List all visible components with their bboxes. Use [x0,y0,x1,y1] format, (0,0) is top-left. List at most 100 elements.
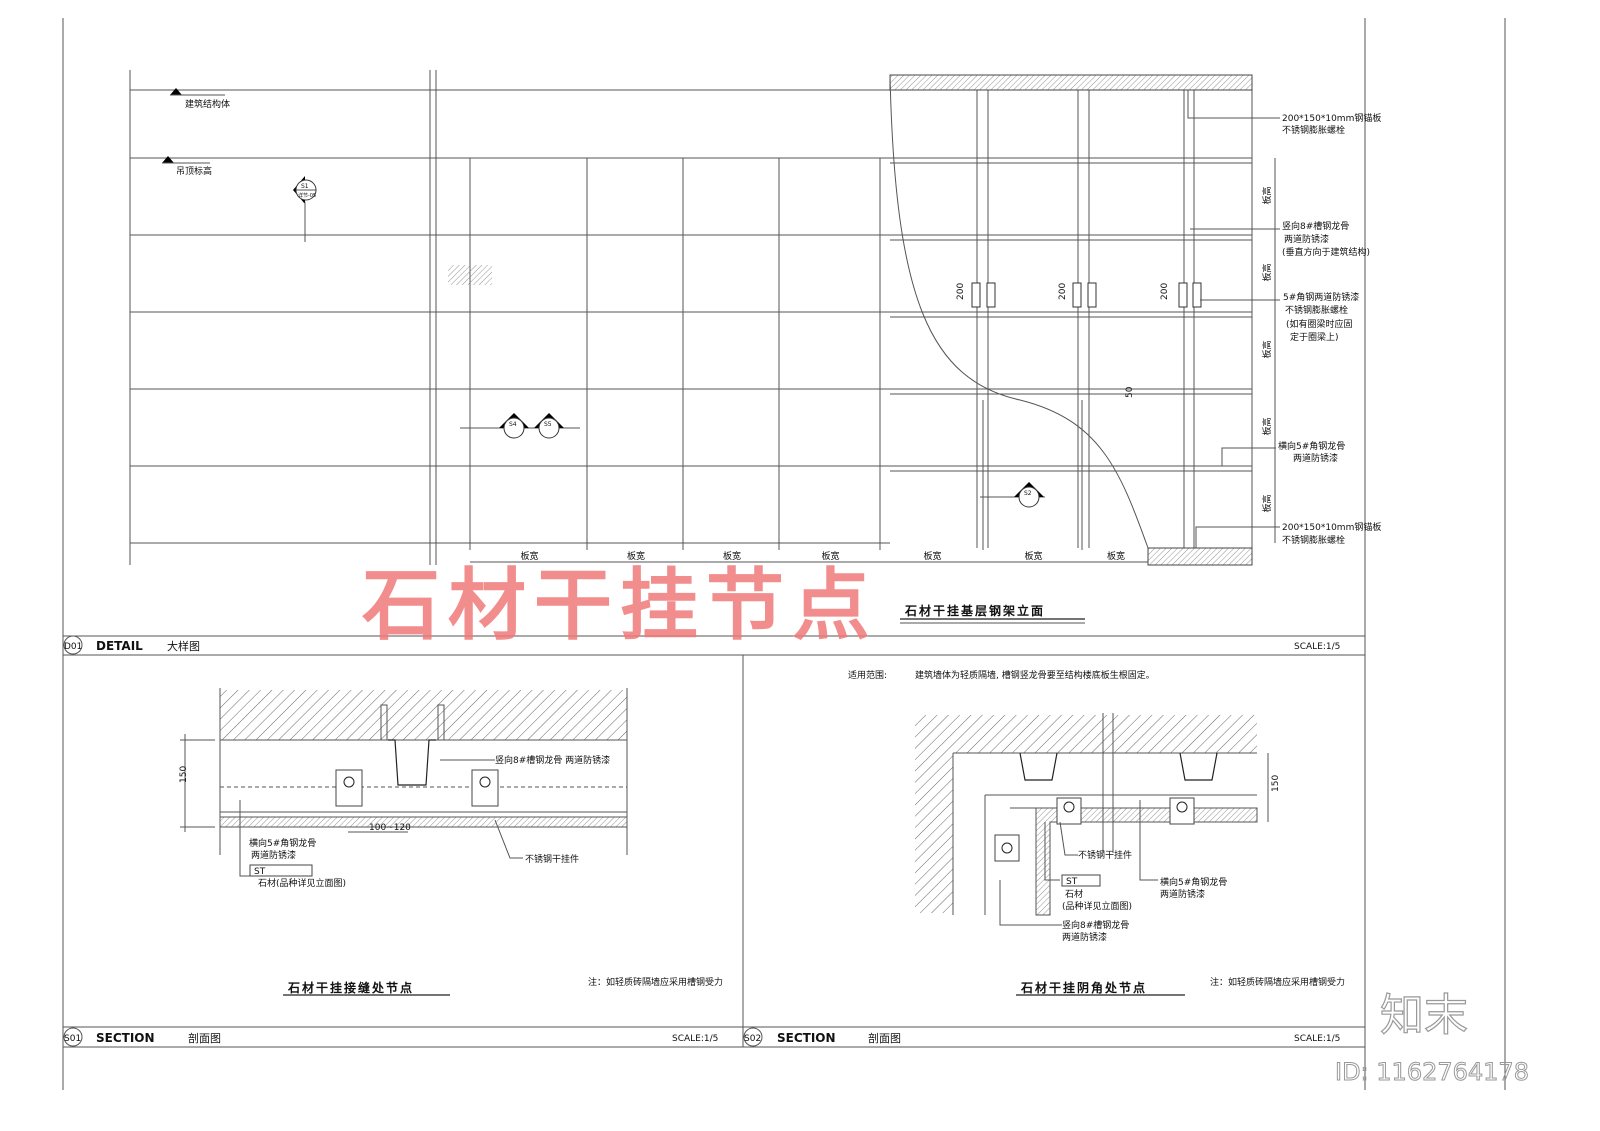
svg-text:吊顶标高: 吊顶标高 [176,165,212,177]
section-marker-s1[interactable]: S1 详节-05 [293,176,317,242]
svg-text:(如有圈梁时应固: (如有圈梁时应固 [1286,318,1353,330]
callout-vertical-channel: 竖向8#槽钢龙骨 两道防锈漆 (垂直方向于建筑结构) [1190,220,1370,258]
callout-channel: 竖向8#槽钢龙骨 [1062,919,1129,931]
dimension-200: 200 [1058,283,1068,300]
panel-height-label: 板高 [1261,263,1273,281]
angle-bracket [971,282,981,308]
angle-bracket [986,282,996,308]
angle-bracket [1178,282,1188,308]
st-label: ST [1066,877,1078,887]
svg-text:横向5#角钢龙骨: 横向5#角钢龙骨 [1278,440,1345,452]
angle-brackets [971,282,1202,308]
svg-text:S01: S01 [64,1034,81,1044]
angle-bracket [1072,282,1082,308]
svg-text:S5: S5 [544,421,552,428]
watermark-id: ID: 1162764178 [1335,1058,1529,1086]
panel-height-label: 板高 [1261,186,1273,204]
svg-text:大样图: 大样图 [167,639,200,653]
elevation-grid [129,70,1253,565]
st-label: ST [254,867,266,877]
dimension-200: 200 [956,283,966,300]
angle-bracket [1192,282,1202,308]
dimension-gap: 100~120 [369,823,411,833]
svg-text:S1: S1 [301,183,309,190]
s01-note: 注：如轻质砖隔墙应采用槽钢受力 [588,976,723,988]
svg-text:SECTION: SECTION [777,1031,836,1045]
svg-text:SCALE:1/5: SCALE:1/5 [672,1034,718,1044]
st-tag [249,864,313,877]
section-marker-s4[interactable]: S4 [460,413,580,439]
watermark-title: 石材干挂节点 [362,560,878,651]
svg-text:两道防锈漆: 两道防锈漆 [1293,452,1338,464]
svg-text:不锈钢膨胀螺栓: 不锈钢膨胀螺栓 [1285,304,1348,316]
svg-text:剖面图: 剖面图 [868,1031,901,1045]
s02-title: 石材干挂阴角处节点 [1016,980,1185,996]
callout-angle: 横向5#角钢龙骨 [1160,876,1227,888]
callout-angle: 两道防锈漆 [1160,888,1205,900]
callout-channel: 竖向8#槽钢龙骨 两道防锈漆 [495,754,610,766]
svg-text:DETAIL: DETAIL [96,639,143,653]
svg-text:建筑结构体: 建筑结构体 [185,98,230,110]
svg-text:SECTION: SECTION [96,1031,155,1045]
dimension-150: 150 [179,766,189,783]
section-marker-s5[interactable]: S5 [534,413,564,439]
svg-text:200*150*10mm钢锚板: 200*150*10mm钢锚板 [1282,521,1381,533]
callout-stone: 石材(品种详见立面图) [258,877,346,889]
callout-stone: 石材 [1065,888,1083,900]
panel-width-label: 板宽 [1107,550,1125,562]
callout-stone: (品种详见立面图) [1062,900,1132,912]
scope-label: 适用范围: [848,669,887,681]
callout-channel: 两道防锈漆 [1062,931,1107,943]
level-marker-structure: 建筑结构体 [170,88,230,110]
callout-hanger: 不锈钢干挂件 [1078,849,1132,861]
dimension-150: 150 [1271,775,1281,792]
callout-anchor-plate-bottom: 200*150*10mm钢锚板 不锈钢膨胀螺栓 [1195,521,1381,548]
section-s01-drawing [180,688,628,877]
svg-text:S2: S2 [1024,490,1032,497]
panel-height-label: 板高 [1261,417,1273,435]
callout-hanger: 不锈钢干挂件 [525,853,579,865]
dimension-200: 200 [1160,283,1170,300]
panel-width-label: 板宽 [723,550,741,562]
svg-text:石材干挂基层钢架立面: 石材干挂基层钢架立面 [904,603,1045,618]
break-curve [889,74,1149,549]
dimension-50: 50 [1125,386,1135,398]
panel-width-label: 板宽 [1025,550,1043,562]
section-s02-drawing [915,713,1269,926]
panel-width-label: 板宽 [521,550,539,562]
panel-width-label: 板宽 [627,550,645,562]
panel-width-dimensions: 板宽板宽板宽板宽板宽板宽板宽 [470,550,1148,563]
svg-text:剖面图: 剖面图 [188,1031,221,1045]
svg-text:S02: S02 [744,1034,761,1044]
section-marker-s2[interactable]: S2 [980,482,1045,508]
panel-height-label: 板高 [1261,494,1273,512]
title-bar-sections: S01 SECTION 剖面图 SCALE:1/5 S02 SECTION 剖面… [63,1026,1365,1048]
callout-anchor-plate-top: 200*150*10mm钢锚板 不锈钢膨胀螺栓 [1187,90,1381,136]
svg-text:不锈钢膨胀螺栓: 不锈钢膨胀螺栓 [1282,534,1345,546]
svg-text:200*150*10mm钢锚板: 200*150*10mm钢锚板 [1282,112,1381,124]
svg-text:两道防锈漆: 两道防锈漆 [1284,233,1329,245]
top-slab-hatch [889,74,1253,91]
sheet-frame [62,18,1506,1090]
angle-bracket [1087,282,1097,308]
st-tag [1061,874,1101,887]
svg-text:详节-05: 详节-05 [298,192,316,199]
elevation-title: 石材干挂基层钢架立面 [900,603,1085,624]
svg-text:5#角钢两道防锈漆: 5#角钢两道防锈漆 [1283,291,1359,303]
svg-text:定于圈梁上): 定于圈梁上) [1290,331,1339,343]
svg-text:SCALE:1/5: SCALE:1/5 [1294,1034,1340,1044]
level-marker-ceiling: 吊顶标高 [162,156,212,177]
watermark-logo: 知末 [1380,990,1468,1041]
panel-height-label: 板高 [1261,340,1273,358]
title-bar-d01: D01 DETAIL 大样图 SCALE:1/5 [63,635,1365,656]
s02-note: 注：如轻质砖隔墙应采用槽钢受力 [1210,976,1345,988]
svg-text:石材干挂接缝处节点: 石材干挂接缝处节点 [287,980,414,995]
svg-text:竖向8#槽钢龙骨: 竖向8#槽钢龙骨 [1282,220,1349,232]
callout-angle-steel: 5#角钢两道防锈漆 不锈钢膨胀螺栓 (如有圈梁时应固 定于圈梁上) [1200,291,1359,343]
callout-horizontal-angle: 横向5#角钢龙骨 两道防锈漆 [1221,440,1345,466]
callout-angle: 横向5#角钢龙骨 [249,837,316,849]
svg-text:SCALE:1/5: SCALE:1/5 [1294,642,1340,652]
step-hatch [448,265,492,285]
